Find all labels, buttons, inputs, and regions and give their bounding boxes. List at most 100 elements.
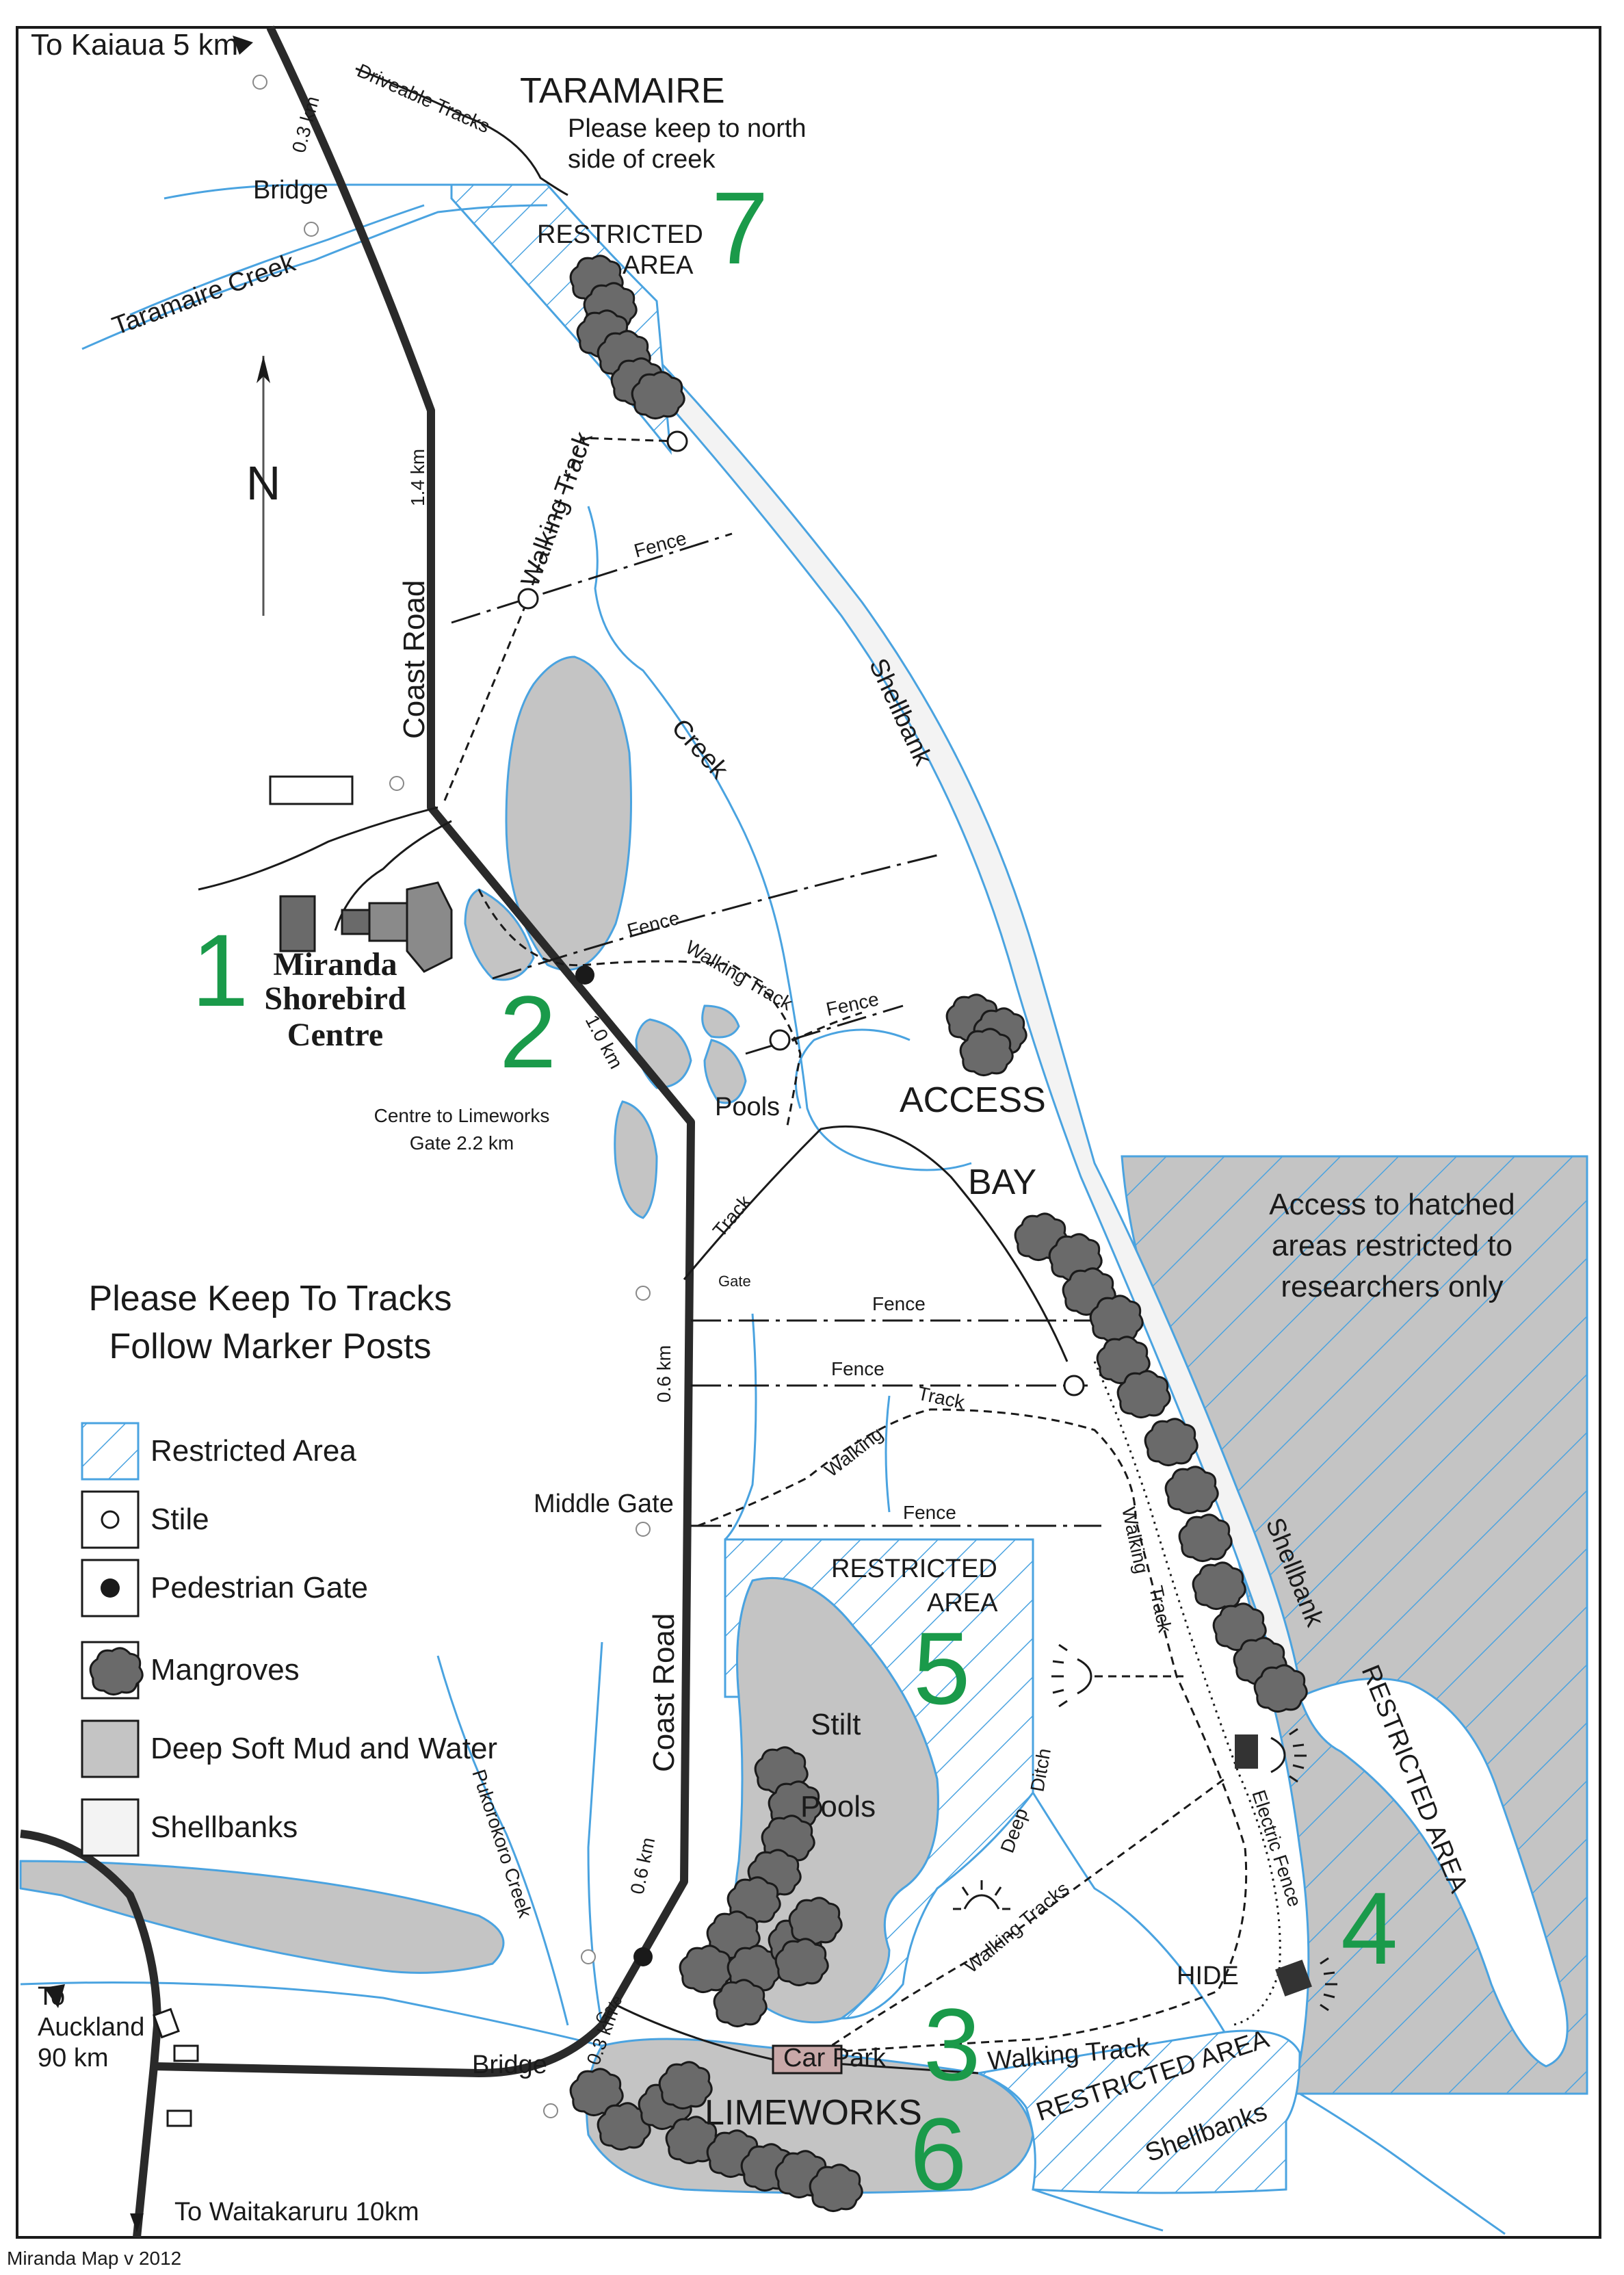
- arrow-to-kaiaua-icon: [233, 36, 253, 55]
- legend-gate-icon: [101, 1578, 120, 1598]
- label-centre-2: Shorebird: [264, 980, 406, 1017]
- zone-2: 2: [499, 974, 556, 1089]
- label-walking-tracks: Walking Tracks: [960, 1878, 1073, 1977]
- north-arrow-icon: [257, 356, 270, 383]
- legend: Restricted Area Stile Pedestrian Gate Ma…: [81, 1422, 497, 1857]
- label-taramaire-creek: Taramaire Creek: [109, 248, 300, 341]
- coastline-south: [20, 1981, 603, 2047]
- coast-road: [153, 25, 695, 2077]
- label-fence-c: Fence: [903, 1502, 956, 1523]
- label-bay: BAY: [968, 1162, 1036, 1202]
- mud-pond-centre: [464, 888, 535, 981]
- driveway-centre-2: [334, 820, 452, 931]
- walking-track-access-bay: [779, 1011, 863, 1048]
- walking-track-south-loop: [697, 1408, 1248, 2054]
- label-to-waitakaruru: To Waitakaruru 10km: [174, 2198, 419, 2226]
- zone-5: 5: [913, 1611, 970, 1726]
- inner-creek-1: [724, 1313, 757, 1541]
- legend-restricted-label: Restricted Area: [150, 1434, 356, 1468]
- label-to-auckland-3: 90 km: [38, 2044, 108, 2072]
- label-track-c: Track: [916, 1383, 967, 1414]
- label-coast-road-south: Coast Road: [647, 1613, 681, 1772]
- coast-line-north: [163, 183, 451, 200]
- hide-east-icon: [1235, 1734, 1258, 1769]
- taramaire-creek-line: [81, 204, 548, 350]
- label-keep-north-2: side of creek: [568, 145, 716, 174]
- stile-north-fence: [517, 588, 539, 610]
- zone-1: 1: [192, 913, 248, 1028]
- label-fence-b: Fence: [831, 1358, 885, 1379]
- main-road-west: [20, 1830, 161, 2238]
- label-access-note-3: researchers only: [1281, 1270, 1503, 1303]
- pedestrian-gate-limeworks: [633, 1947, 653, 1966]
- fence-centre: [492, 854, 938, 980]
- north-arrow-label: N: [246, 456, 281, 510]
- legend-gate-swatch: [81, 1559, 140, 1617]
- driveable-track-north: [355, 67, 568, 196]
- access-track: [683, 1125, 1069, 1362]
- buildings-southwest: [153, 2007, 199, 2127]
- label-walking-track-mid: Walking Track: [682, 936, 797, 1015]
- fence-access-bay: [745, 1004, 904, 1055]
- label-taramaire: TARAMAIRE: [520, 71, 725, 111]
- lookout-icons: [953, 1643, 1337, 2012]
- marker-posts: [252, 75, 651, 2118]
- zone-6: 6: [910, 2096, 967, 2211]
- legend-restricted-swatch: [81, 1422, 140, 1481]
- stile-north: [666, 430, 688, 452]
- label-track-d: Track: [1145, 1584, 1176, 1635]
- label-centre-lime-2: Gate 2.2 km: [410, 1132, 514, 1154]
- shorebird-centre-buildings: [269, 775, 453, 973]
- label-to-kaiaua: To Kaiaua 5 km: [31, 28, 238, 62]
- access-bay-edge: [794, 1028, 911, 1109]
- pedestrian-gate-centre: [575, 965, 594, 985]
- label-bridge-south: Bridge: [472, 2051, 547, 2079]
- legend-shellbank-label: Shellbanks: [150, 1810, 298, 1844]
- label-walking-track-north: Walking Track: [516, 428, 599, 590]
- shellbank-east: [1298, 1677, 1569, 2068]
- label-walking-c: Walking: [821, 1423, 887, 1481]
- walking-track-north: [443, 437, 678, 801]
- label-restricted-top-1: RESTRICTED: [537, 220, 703, 249]
- mud-pond-d: [614, 1100, 658, 1219]
- driveway-centre: [198, 806, 438, 891]
- mud-pond-c: [701, 1004, 740, 1039]
- label-centre-lime-1: Centre to Limeworks: [374, 1105, 550, 1126]
- label-to-auckland-2: Auckland: [38, 2013, 144, 2042]
- ditch-line: [1032, 1792, 1226, 2033]
- label-restricted-top-2: AREA: [623, 251, 694, 280]
- hide-south-icon: [1275, 1960, 1312, 1997]
- electric-fence-line: [1093, 1361, 1281, 2027]
- label-driveable-tracks: Driveable Tracks: [354, 60, 493, 137]
- fence-north: [451, 532, 733, 624]
- label-fence-mid: Fence: [625, 907, 682, 941]
- coastline-east: [1299, 2092, 1506, 2235]
- pukorokoro-creek-line: [436, 1655, 569, 2026]
- label-track: Track: [709, 1191, 756, 1241]
- label-walking-d: Walking: [1118, 1505, 1153, 1576]
- legend-stile-label: Stile: [150, 1503, 209, 1536]
- label-access-note-2: areas restricted to: [1272, 1229, 1512, 1262]
- label-distance-5: 0.6 km: [627, 1836, 659, 1897]
- map-frame: [16, 26, 1601, 2239]
- label-restricted-5-1: RESTRICTED: [831, 1555, 997, 1583]
- label-pukorokoro-creek: Pukorokoro Creek: [468, 1767, 536, 1921]
- label-pools-stilt: Pools: [800, 1790, 876, 1823]
- arrow-to-waitakaruru-icon: [130, 2213, 144, 2232]
- label-pools: Pools: [715, 1093, 780, 1121]
- label-centre-1: Miranda: [273, 946, 397, 983]
- inner-creek-3: [587, 1641, 603, 2026]
- legend-gate-label: Pedestrian Gate: [150, 1571, 368, 1604]
- arrow-to-auckland-icon: [44, 1984, 65, 2008]
- walking-track-centre: [477, 889, 802, 1130]
- label-coast-road-north: Coast Road: [397, 580, 431, 739]
- restricted-area-south: [974, 2029, 1301, 2194]
- creek-line: [587, 506, 972, 1171]
- label-keep-tracks-1: Please Keep To Tracks: [89, 1279, 452, 1318]
- legend-mud-label: Deep Soft Mud and Water: [150, 1732, 497, 1765]
- label-keep-north-1: Please keep to north: [568, 114, 807, 143]
- legend-mud-swatch: [81, 1719, 140, 1778]
- label-map-version: Miranda Map v 2012: [7, 2248, 181, 2269]
- legend-stile-icon: [101, 1510, 120, 1529]
